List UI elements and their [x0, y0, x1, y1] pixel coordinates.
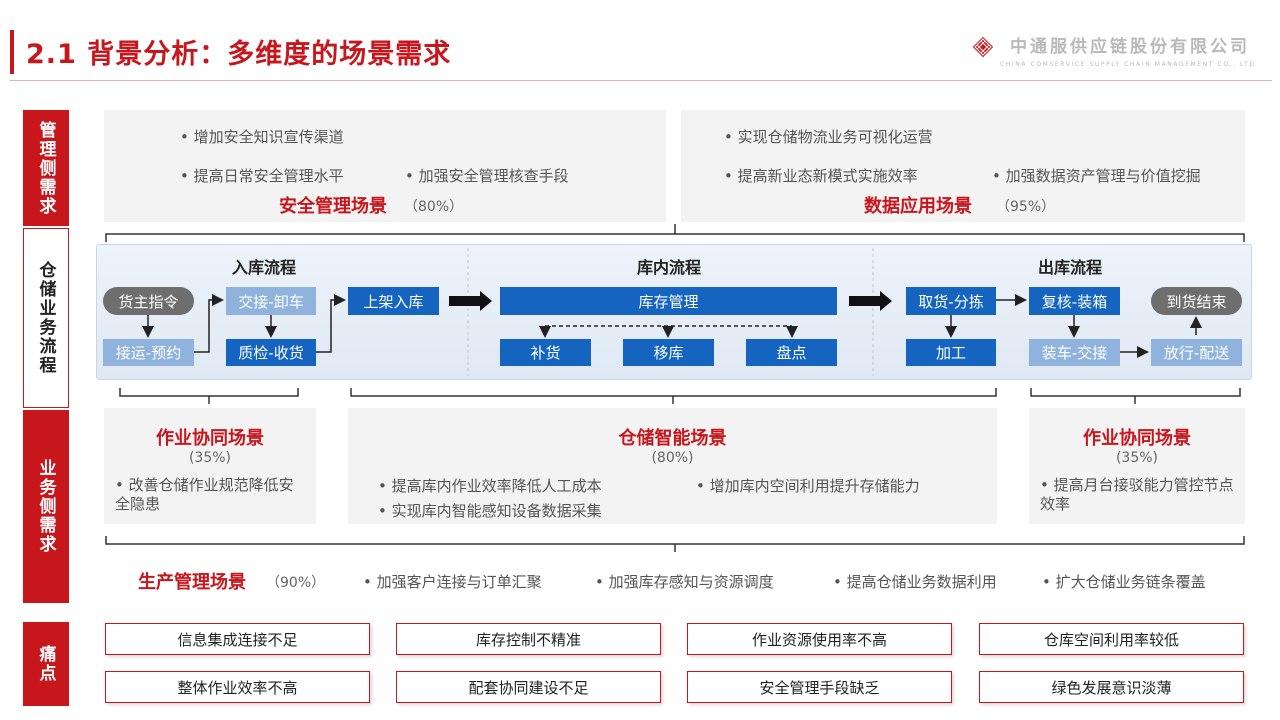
safety-bullet: • 提高日常安全管理水平: [180, 167, 344, 185]
pain-point-card: 配套协同建设不足: [396, 671, 661, 703]
pain-point-card: 绿色发展意识淡薄: [979, 671, 1244, 703]
internal-phase-title: 库内流程: [637, 258, 702, 277]
smart-warehouse-scene-title: 仓储智能场景: [618, 428, 727, 449]
review-pack-step: 复核-装箱: [1029, 287, 1120, 315]
data-app-bullet: • 加强数据资产管理与价值挖掘: [992, 167, 1201, 185]
owner-order-step: 货主指令: [103, 287, 194, 315]
side-label-warehouse: 仓储业务流程: [23, 228, 69, 408]
operation-coord-bullet: • 改善仓储作业规范降低安全隐患: [115, 476, 294, 513]
operation-coord-bullet: • 提高月台接驳能力管控节点效率: [1040, 476, 1234, 513]
production-bullet: • 扩大仓储业务链条覆盖: [1042, 573, 1206, 591]
pain-point-card: 仓库空间利用率较低: [979, 623, 1244, 655]
operation-coord-scene-percent: (35%): [188, 450, 232, 466]
load-handover-step: 装车-交接: [1029, 339, 1120, 366]
relocate-step: 移库: [623, 339, 714, 366]
production-bullet: • 加强库存感知与资源调度: [595, 573, 774, 591]
smart-warehouse-panel: [348, 408, 997, 524]
data-app-bullet: • 实现仓储物流业务可视化运营: [724, 128, 933, 146]
smart-warehouse-bullet: • 实现库内智能感知设备数据采集: [378, 502, 602, 520]
transport-booking-step: 接运-预约: [103, 339, 194, 366]
safety-bullet: • 增加安全知识宣传渠道: [180, 128, 344, 146]
production-scene-title: 生产管理场景: [138, 572, 246, 593]
production-scene-percent: （90%）: [266, 575, 326, 591]
pain-point-card: 作业资源使用率不高: [687, 623, 952, 655]
operation-coord-scene-percent: (35%): [1115, 450, 1159, 466]
side-label-management-text: 管理侧需求: [35, 120, 56, 216]
side-label-pain: 痛点: [23, 622, 69, 706]
qc-receive-step: 质检-收货: [226, 339, 316, 366]
inventory-management-step: 库存管理: [500, 287, 837, 315]
delivery-complete-step: 到货结束: [1151, 287, 1242, 315]
operation-coord-scene-title: 作业协同场景: [156, 428, 264, 449]
header-divider: [10, 80, 1272, 81]
title-accent-bar: [10, 30, 14, 74]
safety-scene-title: 安全管理场景: [279, 196, 387, 217]
company-name-cn: 中通服供应链股份有限公司: [1010, 37, 1250, 57]
outbound-phase-title: 出库流程: [1038, 258, 1103, 277]
processing-step: 加工: [906, 339, 996, 366]
pain-point-card: 信息集成连接不足: [105, 623, 370, 655]
side-label-pain-text: 痛点: [35, 645, 56, 683]
pain-point-card: 整体作业效率不高: [105, 671, 370, 703]
pain-point-card: 库存控制不精准: [396, 623, 661, 655]
release-dispatch-step: 放行-配送: [1151, 339, 1242, 366]
operation-coord-panel-right: [1029, 408, 1245, 524]
shelving-step: 上架入库: [348, 287, 439, 315]
data-app-scene-title: 数据应用场景: [864, 196, 972, 217]
company-name-en: CHINA COMSERVICE SUPPLY CHAIN MANAGEMENT…: [1000, 61, 1256, 68]
operation-coord-scene-title: 作业协同场景: [1083, 428, 1191, 449]
data-app-scene-percent: （95%）: [996, 199, 1056, 215]
production-bullet: • 提高仓储业务数据利用: [833, 573, 997, 591]
page-title: 2.1 背景分析：多维度的场景需求: [26, 39, 452, 70]
stocktake-step: 盘点: [746, 339, 837, 366]
data-app-panel: [681, 110, 1245, 222]
safety-scene-percent: （80%）: [404, 199, 464, 215]
handover-unload-step: 交接-卸车: [226, 287, 316, 315]
smart-warehouse-bullet: • 增加库内空间利用提升存储能力: [696, 477, 920, 495]
pain-point-card: 安全管理手段缺乏: [687, 671, 952, 703]
data-app-bullet: • 提高新业态新模式实施效率: [724, 167, 918, 185]
replenish-step: 补货: [500, 339, 591, 366]
safety-panel: [104, 110, 666, 222]
smart-warehouse-scene-percent: (80%): [651, 450, 694, 466]
side-label-business-text: 业务侧需求: [35, 459, 56, 554]
pick-sort-step: 取货-分拣: [906, 287, 996, 315]
production-bullet: • 加强客户连接与订单汇聚: [363, 573, 542, 591]
company-logo-icon: [972, 36, 994, 58]
inbound-phase-title: 入库流程: [232, 258, 297, 277]
smart-warehouse-bullet: • 提高库内作业效率降低人工成本: [378, 477, 602, 495]
operation-coord-panel-left: [104, 408, 316, 524]
side-label-management: 管理侧需求: [23, 110, 69, 226]
safety-bullet: • 加强安全管理核查手段: [405, 167, 569, 185]
side-label-business: 业务侧需求: [23, 410, 69, 603]
side-label-warehouse-text: 仓储业务流程: [35, 261, 56, 375]
